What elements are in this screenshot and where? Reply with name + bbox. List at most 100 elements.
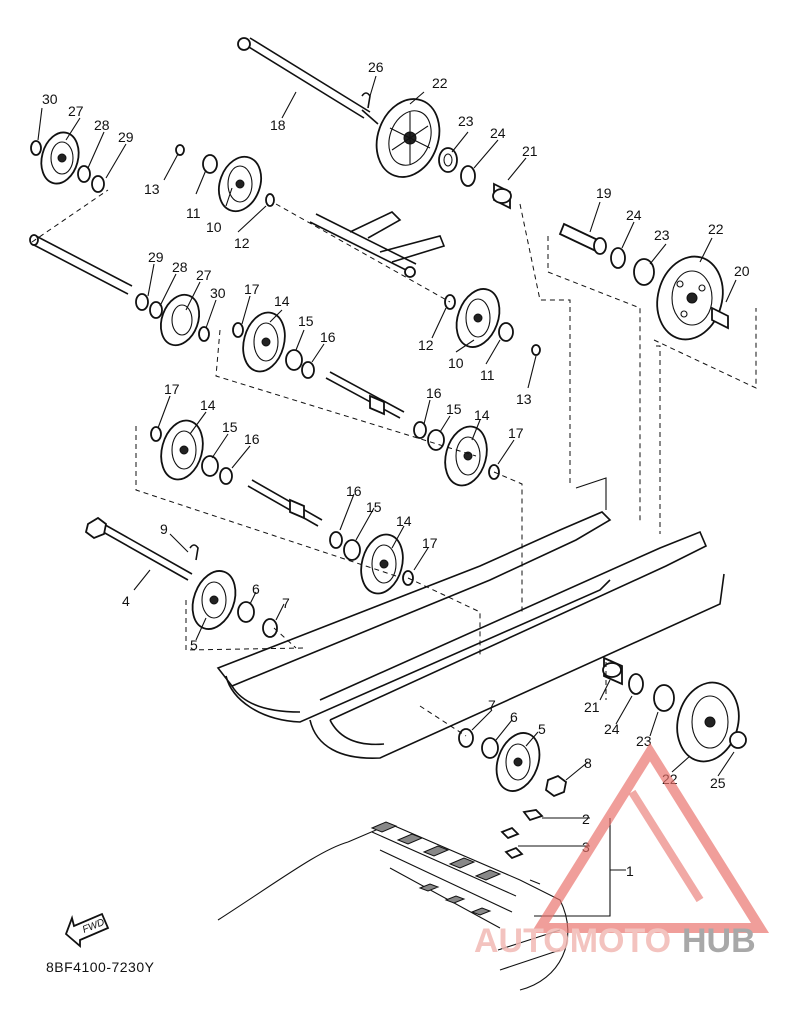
left-shaft bbox=[29, 234, 133, 295]
collar-16-upper bbox=[301, 361, 315, 379]
callout: 22 bbox=[432, 75, 448, 91]
collar-16-mid-right bbox=[413, 421, 427, 439]
callout: 24 bbox=[626, 207, 642, 223]
slide-rail-left bbox=[216, 477, 612, 723]
collar-24-right bbox=[610, 247, 626, 269]
watermark-text-b: HUB bbox=[682, 922, 756, 960]
bearing-23-lower bbox=[653, 684, 675, 712]
callout: 9 bbox=[160, 521, 168, 537]
callout: 8 bbox=[584, 755, 592, 771]
bearing-15-mid-left bbox=[201, 455, 219, 477]
bearing-11-top bbox=[202, 154, 218, 174]
center-arm bbox=[309, 211, 446, 278]
bearing-15-mid-right bbox=[427, 429, 445, 451]
watermark-logo: AUTOMOTO HUB bbox=[474, 742, 770, 960]
slide-rail-right bbox=[309, 530, 725, 759]
fwd-arrow-icon bbox=[64, 912, 110, 948]
wheel-10-right bbox=[455, 288, 501, 348]
callout: 17 bbox=[164, 381, 180, 397]
callout: 23 bbox=[654, 227, 670, 243]
callout: 5 bbox=[190, 637, 198, 653]
callout: 30 bbox=[210, 285, 226, 301]
collar-24-top bbox=[460, 165, 476, 187]
bearing-15-lower bbox=[343, 539, 361, 561]
clip-3 bbox=[500, 826, 524, 860]
callout: 18 bbox=[270, 117, 286, 133]
assembly-guides bbox=[31, 189, 757, 737]
callout: 14 bbox=[274, 293, 290, 309]
callout: 2 bbox=[582, 811, 590, 827]
bolt-4 bbox=[84, 516, 193, 581]
callout: 29 bbox=[118, 129, 134, 145]
callout: 15 bbox=[366, 499, 382, 515]
callout: 17 bbox=[244, 281, 260, 297]
nut-7-lower bbox=[458, 728, 474, 748]
cotter-pin-9 bbox=[189, 544, 199, 561]
leader-lines bbox=[37, 75, 737, 781]
callout: 24 bbox=[490, 125, 506, 141]
callout: 21 bbox=[584, 699, 600, 715]
cap-30-top bbox=[30, 140, 42, 156]
bearing-6-lower bbox=[481, 737, 499, 759]
bearing-11-right bbox=[498, 322, 514, 342]
collar-17-mid-left bbox=[150, 426, 162, 442]
callout: 27 bbox=[68, 103, 84, 119]
callout: 7 bbox=[488, 697, 496, 713]
shaft-18 bbox=[237, 37, 379, 125]
wheel-14-lower bbox=[360, 533, 404, 595]
bearing-23-top bbox=[438, 147, 458, 173]
callout: 28 bbox=[172, 259, 188, 275]
collar-28-top bbox=[77, 165, 91, 183]
nut-12-top bbox=[265, 193, 275, 207]
wheel-10-top bbox=[218, 155, 262, 213]
wheel-14-mid-right bbox=[444, 425, 488, 487]
callout: 14 bbox=[396, 513, 412, 529]
wheel-22-lower bbox=[676, 681, 740, 763]
wheel-14-mid-left bbox=[160, 419, 204, 481]
callout: 11 bbox=[186, 205, 201, 221]
callout: 4 bbox=[122, 593, 130, 609]
nut-7-front bbox=[262, 618, 278, 638]
nut-13-top bbox=[175, 144, 185, 156]
cotter-pin-26 bbox=[361, 92, 371, 109]
callout: 19 bbox=[596, 185, 612, 201]
nut-8 bbox=[545, 774, 567, 798]
spacer-21-lower bbox=[602, 656, 623, 686]
callout-labels: 30 27 28 29 13 11 10 12 18 26 22 23 24 2… bbox=[42, 59, 750, 879]
callout: 16 bbox=[346, 483, 362, 499]
wheel-22-right bbox=[656, 255, 724, 341]
callout: 7 bbox=[282, 595, 290, 611]
callout: 6 bbox=[510, 709, 518, 725]
callout: 13 bbox=[144, 181, 160, 197]
callout: 16 bbox=[320, 329, 336, 345]
track-assembly bbox=[217, 821, 569, 991]
callout: 29 bbox=[148, 249, 164, 265]
wheel-5-lower bbox=[495, 732, 541, 792]
callout: 28 bbox=[94, 117, 110, 133]
collar-24-lower bbox=[628, 673, 644, 695]
collar-17-upper bbox=[232, 322, 244, 338]
wheel-5-front bbox=[191, 570, 237, 630]
wheel-27-top-left bbox=[40, 131, 80, 185]
diagram-code: 8BF4100-7230Y bbox=[46, 959, 155, 975]
callout: 30 bbox=[42, 91, 58, 107]
nut-29-top bbox=[91, 175, 105, 193]
collar-28-mid bbox=[149, 301, 163, 319]
center-axle bbox=[325, 371, 405, 419]
callout: 25 bbox=[710, 775, 726, 791]
callout: 17 bbox=[508, 425, 524, 441]
collar-16-mid-left bbox=[219, 467, 233, 485]
bearing-23-right bbox=[633, 258, 655, 286]
spacer-19 bbox=[558, 222, 607, 255]
callout: 23 bbox=[458, 113, 474, 129]
bearing-6-front bbox=[237, 601, 255, 623]
callout: 1 bbox=[626, 863, 634, 879]
callout: 13 bbox=[516, 391, 532, 407]
nut-13-right bbox=[531, 344, 541, 356]
callout: 16 bbox=[426, 385, 442, 401]
lower-axle bbox=[247, 479, 323, 527]
callout: 5 bbox=[538, 721, 546, 737]
cap-30-mid bbox=[198, 326, 210, 342]
callout: 15 bbox=[446, 401, 462, 417]
